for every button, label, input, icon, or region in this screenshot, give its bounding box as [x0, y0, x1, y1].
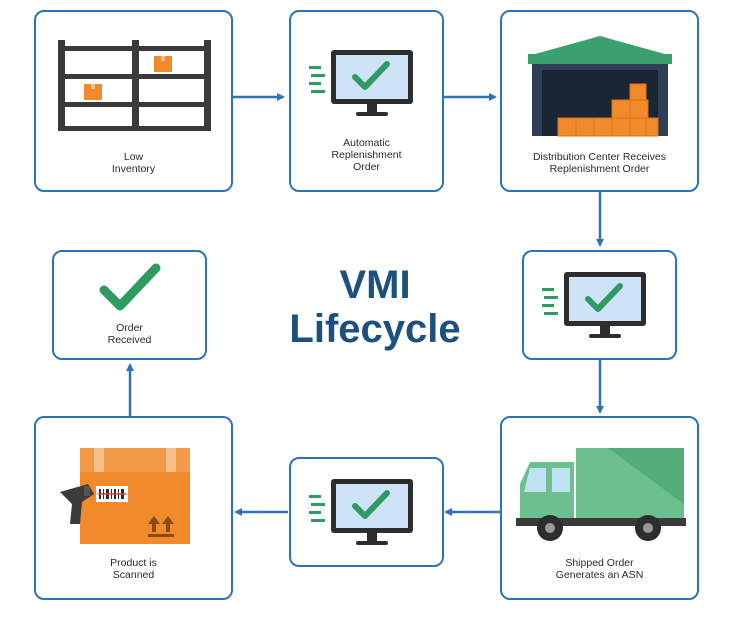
- step-label: Automatic Replenishment Order: [331, 137, 402, 173]
- warehouse-boxes-icon: [528, 36, 672, 137]
- step-notification-computer-2: [289, 457, 444, 567]
- step-label: Order Received: [107, 322, 152, 346]
- step-shipped-order: Shipped Order Generates an ASN: [500, 416, 699, 600]
- step-order-received: Order Received: [52, 250, 207, 360]
- step-automatic-replenishment-order: Automatic Replenishment Order: [289, 10, 444, 192]
- computer-checkmark-icon: [309, 479, 413, 545]
- checkmark-icon: [99, 263, 161, 311]
- warehouse-shelves-icon: [58, 40, 211, 131]
- step-label: Low Inventory: [111, 151, 156, 175]
- title-line-2: Lifecycle: [289, 307, 461, 351]
- computer-checkmark-icon: [309, 50, 413, 116]
- step-notification-computer-1: [522, 250, 677, 360]
- delivery-truck-icon: [516, 448, 686, 541]
- barcode-scanner-box-icon: [60, 448, 190, 544]
- step-low-inventory: Low Inventory: [34, 10, 233, 192]
- computer-checkmark-icon: [542, 272, 646, 338]
- title-line-1: VMI: [339, 263, 411, 307]
- step-label: Shipped Order Generates an ASN: [555, 557, 644, 581]
- step-label: Product is Scanned: [110, 557, 157, 581]
- step-label: Distribution Center Receives Replenishme…: [532, 151, 667, 175]
- step-distribution-center: Distribution Center Receives Replenishme…: [500, 10, 699, 192]
- step-product-scanned: Product is Scanned: [34, 416, 233, 600]
